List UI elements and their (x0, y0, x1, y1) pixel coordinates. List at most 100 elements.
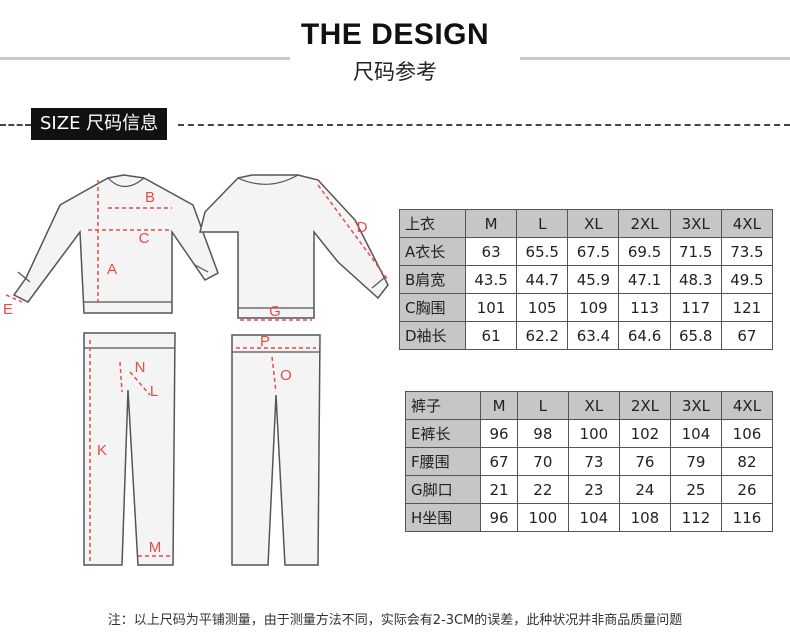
table-cell: 106 (720, 419, 774, 448)
table-cell: 112 (669, 503, 722, 532)
top-size-table: 上衣 M L XL 2XL 3XL 4XL A衣长 63 65.5 67.5 6… (398, 209, 774, 350)
table-cell: 67 (480, 447, 518, 476)
table-cell: 96 (480, 419, 518, 448)
label-n: N (135, 359, 146, 376)
garment-measurement-diagram: A B C D E G P O N L K M (3, 174, 389, 566)
table-cell: D袖长 (398, 321, 467, 350)
table-cell: L (516, 209, 569, 238)
table-cell: 2XL (618, 209, 671, 238)
table-header-row: 裤子 M L XL 2XL 3XL 4XL (404, 391, 774, 420)
table-cell: 109 (567, 293, 620, 322)
measure-n (119, 361, 123, 393)
table-cell: 23 (567, 475, 620, 504)
table-cell: 105 (516, 293, 569, 322)
table-cell: G脚口 (404, 475, 482, 504)
table-cell: 71.5 (669, 237, 722, 266)
table-cell: 117 (669, 293, 722, 322)
table-cell: H坐围 (404, 503, 482, 532)
table-cell: 22 (516, 475, 569, 504)
label-e: E (3, 301, 13, 318)
label-g: G (269, 303, 281, 320)
table-cell: 96 (480, 503, 518, 532)
table-cell: 116 (720, 503, 774, 532)
table-cell: 102 (618, 419, 671, 448)
table-cell: 104 (669, 419, 722, 448)
table-cell: 63 (465, 237, 518, 266)
section-divider-left (0, 124, 31, 126)
measurement-footnote: 注：以上尺码为平铺测量，由于测量方法不同，实际会有2-3CM的误差，此种状况并非… (107, 613, 683, 628)
table-cell: XL (567, 391, 620, 420)
label-c: C (139, 230, 150, 247)
table-row: B肩宽 43.5 44.7 45.9 47.1 48.3 49.5 (398, 265, 774, 294)
table-cell: 61 (465, 321, 518, 350)
table-row: G脚口 21 22 23 24 25 26 (404, 475, 774, 504)
table-cell: M (480, 391, 518, 420)
table-cell: A衣长 (398, 237, 467, 266)
table-cell: E裤长 (404, 419, 482, 448)
table-cell: L (516, 391, 569, 420)
table-cell: 98 (516, 419, 569, 448)
table-cell: 21 (480, 475, 518, 504)
label-a: A (107, 261, 117, 278)
table-cell: 3XL (669, 209, 722, 238)
table-cell: 44.7 (516, 265, 569, 294)
table-cell: 45.9 (567, 265, 620, 294)
label-p: P (260, 333, 270, 350)
table-cell: 76 (618, 447, 671, 476)
table-cell: 82 (720, 447, 774, 476)
table-cell: 79 (669, 447, 722, 476)
table-row: C胸围 101 105 109 113 117 121 (398, 293, 774, 322)
table-cell: 24 (618, 475, 671, 504)
table-cell: 70 (516, 447, 569, 476)
table-row: D袖长 61 62.2 63.4 64.6 65.8 67 (398, 321, 774, 350)
header-rule-right (520, 57, 790, 60)
table-cell: 101 (465, 293, 518, 322)
table-row: A衣长 63 65.5 67.5 69.5 71.5 73.5 (398, 237, 774, 266)
table-header-row: 上衣 M L XL 2XL 3XL 4XL (398, 209, 774, 238)
table-cell: 67.5 (567, 237, 620, 266)
table-cell: 2XL (618, 391, 671, 420)
table-cell: M (465, 209, 518, 238)
table-cell: 47.1 (618, 265, 671, 294)
table-cell: B肩宽 (398, 265, 467, 294)
label-k: K (97, 442, 107, 459)
label-m: M (149, 539, 162, 556)
section-divider-right (178, 124, 790, 126)
measure-e (5, 294, 23, 303)
table-row: F腰围 67 70 73 76 79 82 (404, 447, 774, 476)
table-cell: 48.3 (669, 265, 722, 294)
measure-o (271, 356, 277, 393)
table-cell: 104 (567, 503, 620, 532)
label-o: O (280, 367, 292, 384)
page-title: THE DESIGN (300, 18, 490, 51)
table-cell: 73.5 (720, 237, 774, 266)
table-cell: 100 (516, 503, 569, 532)
table-cell: 49.5 (720, 265, 774, 294)
table-cell: 121 (720, 293, 774, 322)
table-cell: 65.5 (516, 237, 569, 266)
table-cell: C胸围 (398, 293, 467, 322)
label-l: L (150, 383, 158, 400)
table-cell: 108 (618, 503, 671, 532)
table-cell: 25 (669, 475, 722, 504)
front-hood (107, 177, 145, 188)
table-row: E裤长 96 98 100 102 104 106 (404, 419, 774, 448)
table-cell: 4XL (720, 391, 774, 420)
measure-d (317, 184, 389, 281)
table-cell: 63.4 (567, 321, 620, 350)
table-cell: 62.2 (516, 321, 569, 350)
label-d: D (357, 219, 368, 236)
table-cell: 3XL (669, 391, 722, 420)
front-sweatshirt (12, 174, 219, 314)
table-cell: 100 (567, 419, 620, 448)
size-info-badge: SIZE 尺码信息 (31, 108, 168, 140)
table-cell: 上衣 (398, 209, 467, 238)
table-cell: 73 (567, 447, 620, 476)
table-cell: 26 (720, 475, 774, 504)
table-cell: XL (567, 209, 620, 238)
table-cell: 4XL (720, 209, 774, 238)
table-cell: 64.6 (618, 321, 671, 350)
table-cell: 裤子 (404, 391, 482, 420)
page-subtitle: 尺码参考 (353, 60, 437, 84)
table-cell: 69.5 (618, 237, 671, 266)
